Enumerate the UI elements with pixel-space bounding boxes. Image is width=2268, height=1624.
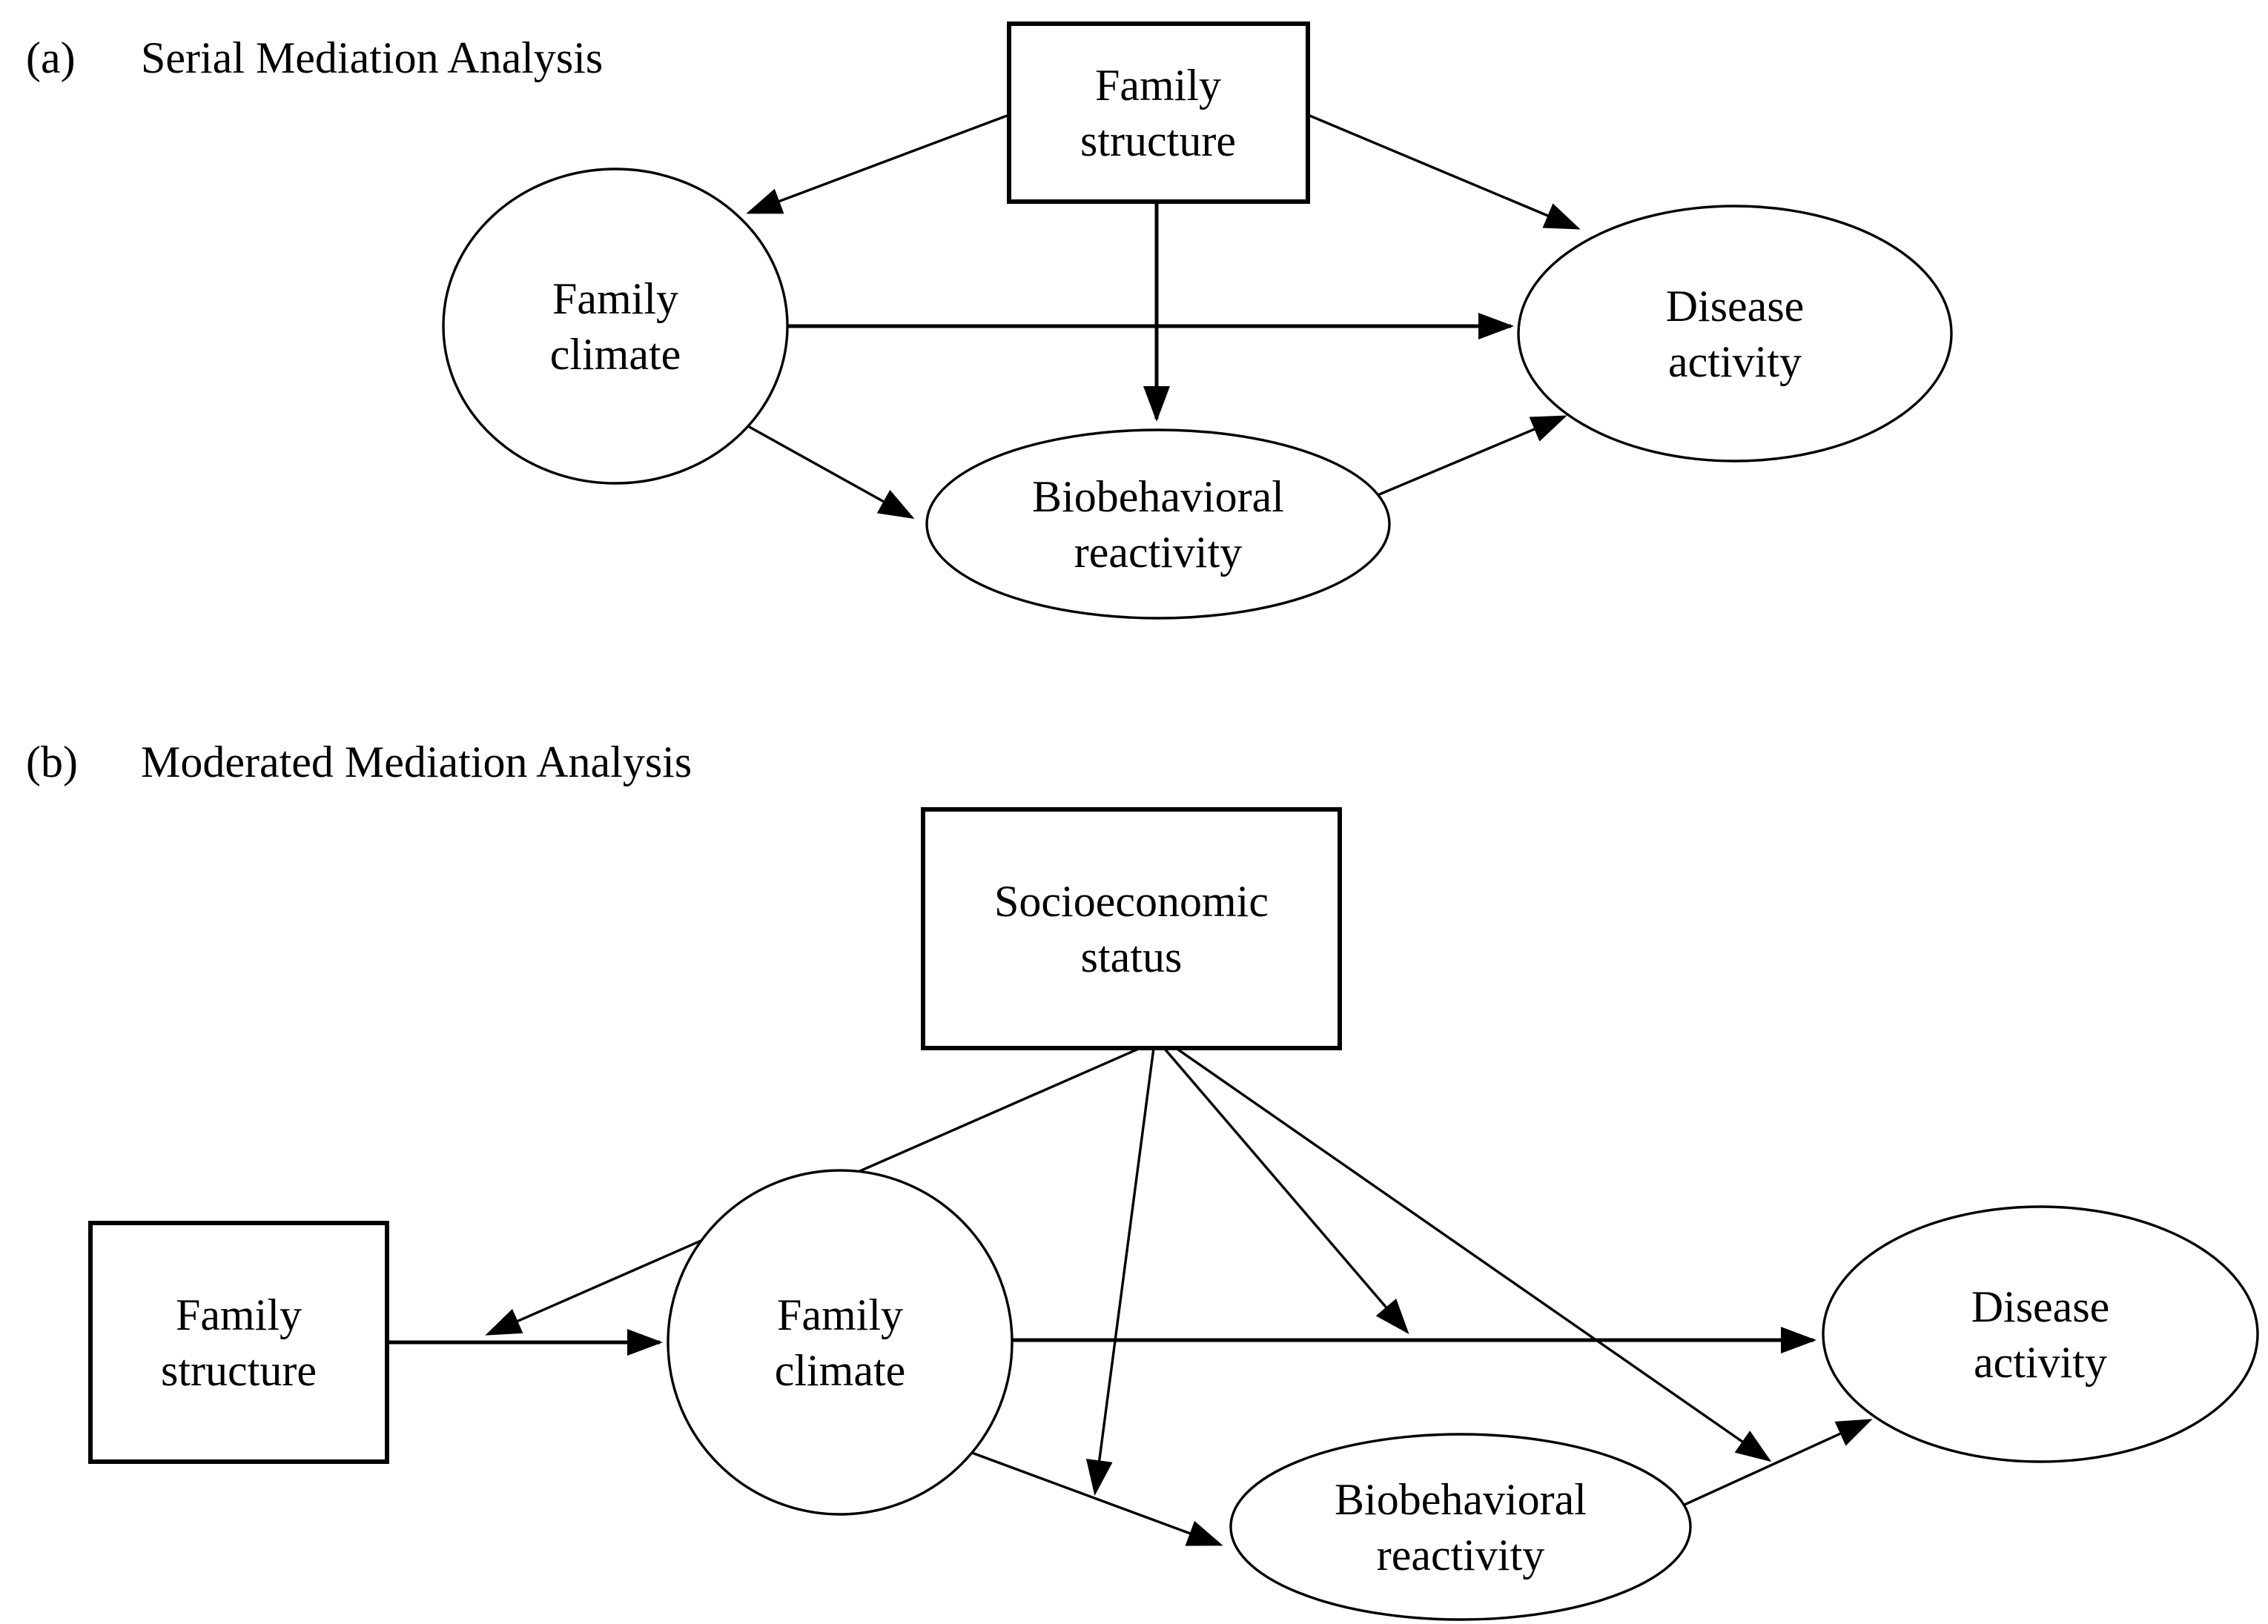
- node-b-family-structure-box: [88, 1221, 389, 1464]
- node-a-family-climate-ellipse: [442, 168, 789, 485]
- node-a-biobehavioral-reactivity-label-line2: reactivity: [1074, 528, 1243, 577]
- node-b-socioeconomic-status-label-line2: status: [1081, 932, 1183, 981]
- node-a-family-structure-label-line2: structure: [1080, 116, 1236, 165]
- edge-a-family-climate-to-biobehavioral-reactivity: [741, 421, 915, 519]
- node-b-family-climate-label-line2: climate: [775, 1346, 906, 1395]
- node-b-family-structure-label-line2: structure: [161, 1346, 317, 1395]
- node-b-biobehavioral-reactivity-label-line2: reactivity: [1377, 1531, 1545, 1580]
- panel-a-title: Serial Mediation Analysis: [141, 33, 603, 82]
- node-b-disease-activity-label-line1: Disease: [1971, 1282, 2110, 1331]
- panel-b-label: (b): [26, 738, 78, 786]
- node-a-biobehavioral-reactivity-ellipse: [925, 428, 1391, 620]
- node-a-disease-activity-label-line2: activity: [1668, 337, 1802, 386]
- node-b-biobehavioral-reactivity-label-line1: Biobehavioral: [1335, 1475, 1587, 1524]
- node-a-family-structure-box: [1007, 21, 1310, 204]
- node-a-family-climate-label-line1: Family: [552, 274, 678, 323]
- node-b-family-climate-ellipse: [667, 1169, 1014, 1516]
- edge-a-family-structure-to-family-climate: [746, 113, 1010, 214]
- edge-b-family-climate-to-biobehavioral-reactivity: [971, 1451, 1223, 1546]
- edge-b-ses-moderates-fc-br-path: [1085, 1047, 1155, 1496]
- node-a-disease-activity-label-line1: Disease: [1666, 282, 1805, 331]
- node-b-disease-activity-label-line2: activity: [1974, 1338, 2107, 1387]
- edge-b-biobehavioral-reactivity-to-disease-activity: [1684, 1419, 1873, 1506]
- node-a-family-structure-label-line1: Family: [1095, 61, 1221, 110]
- node-a-family-climate-label-line2: climate: [550, 330, 681, 379]
- node-b-disease-activity-ellipse: [1822, 1205, 2259, 1463]
- edge-b-ses-moderates-br-da-path: [1175, 1047, 1772, 1462]
- panel-b: (b) Moderated Mediation Analysis Socioec…: [26, 738, 2259, 1621]
- node-b-family-structure-label-line1: Family: [176, 1290, 302, 1339]
- node-b-socioeconomic-status-box: [921, 807, 1342, 1050]
- panel-a: (a) Serial Mediation Analysis Family str…: [26, 21, 1953, 620]
- panel-a-label: (a): [26, 33, 76, 82]
- node-b-family-climate-label-line1: Family: [777, 1290, 903, 1339]
- edge-b-ses-moderates-fc-da-path: [1163, 1047, 1409, 1335]
- node-b-socioeconomic-status-label-line1: Socioeconomic: [994, 877, 1269, 926]
- edge-a-family-structure-to-disease-activity: [1307, 113, 1581, 230]
- node-b-biobehavioral-reactivity-ellipse: [1229, 1433, 1692, 1621]
- node-a-disease-activity-ellipse: [1517, 205, 1953, 463]
- panel-b-title: Moderated Mediation Analysis: [141, 738, 692, 786]
- edge-a-biobehavioral-reactivity-to-disease-activity: [1377, 415, 1567, 497]
- node-a-biobehavioral-reactivity-label-line1: Biobehavioral: [1032, 472, 1284, 521]
